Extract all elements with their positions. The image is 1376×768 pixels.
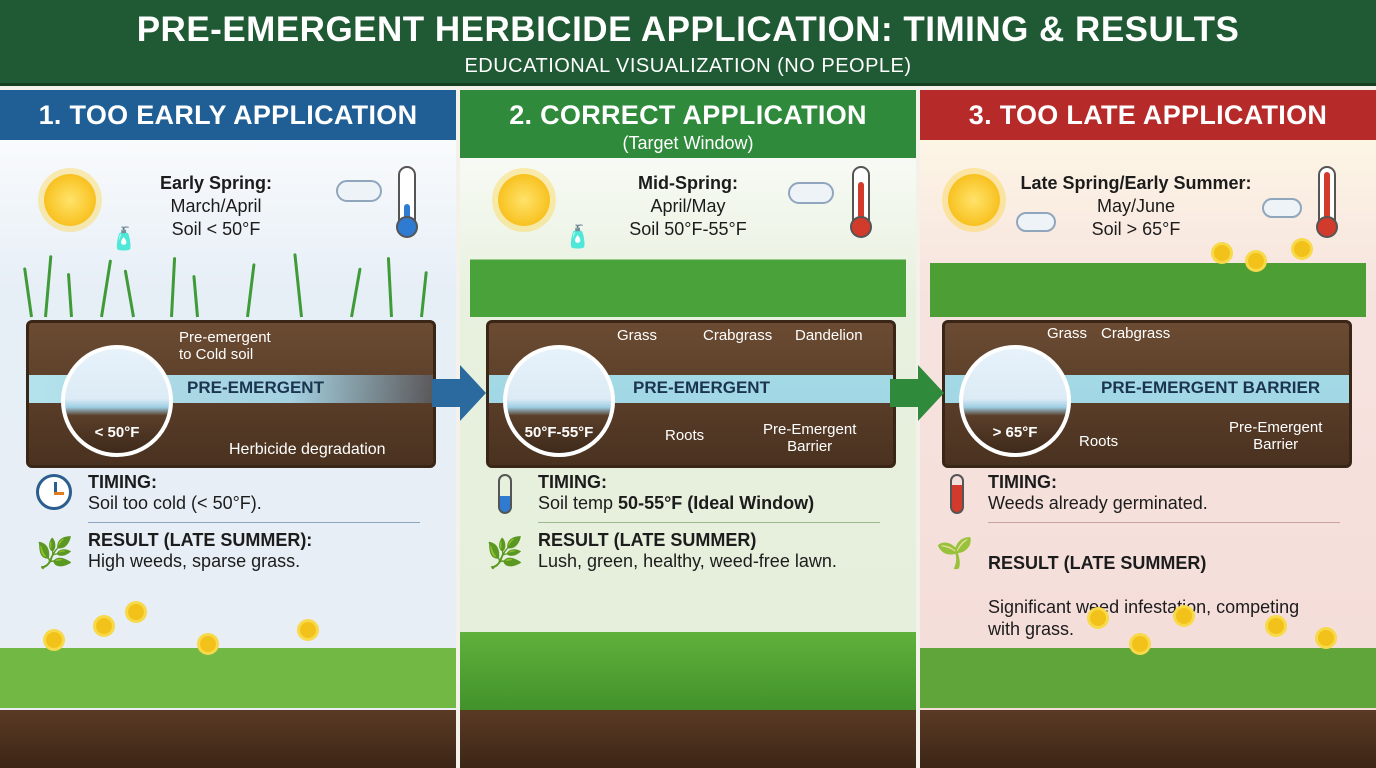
page-title: PRE-EMERGENT HERBICIDE APPLICATION: TIMI… [136,10,1240,49]
timing-text-bold: 50-55°F (Ideal Window) [618,493,815,513]
timing-text: Weeds already germinated. [988,493,1208,513]
timing-block: TIMING: Soil temp 50-55°F (Ideal Window) [538,472,894,514]
soil-cross-section: < 50°F Pre-emergent to Cold soil PRE-EME… [26,320,436,468]
result-text: High weeds, sparse grass. [88,551,301,571]
thermometer-icon [1316,166,1338,238]
dandelion-label: Dandelion [795,327,863,344]
season-soil: Soil 50°F-55°F [629,219,747,239]
divider [88,522,420,523]
panel-correct: 2. CORRECT APPLICATION (Target Window) 🧴… [460,90,916,768]
cloud-icon [1262,198,1302,218]
timing-label: TIMING: [538,472,607,492]
target-window-label: (Target Window) [622,133,754,153]
thermometer-icon [396,166,418,238]
band-label: PRE-EMERGENT [187,378,324,397]
sun-icon [498,174,550,226]
cloud-icon [336,180,382,202]
soil-cross-section: 50°F-55°F Grass Crabgrass Dandelion PRE-… [486,320,896,468]
panel-heading: 1. TOO EARLY APPLICATION [0,90,456,140]
cloud-icon [788,182,834,204]
panel-heading: 2. CORRECT APPLICATION (Target Window) [460,90,916,158]
divider [988,522,1340,523]
sun-icon [44,174,96,226]
season-months: March/April [170,196,262,216]
panel-heading: 3. TOO LATE APPLICATION [920,90,1376,140]
grass-strip [10,245,446,318]
page-subtitle: EDUCATIONAL VISUALIZATION (NO PEOPLE) [464,55,912,77]
barrier-label: Pre-Emergent Barrier [1229,419,1323,453]
result-lawn-weedy [0,592,456,768]
timing-text: Soil too cold (< 50°F). [88,493,262,513]
season-title: Mid-Spring: [638,173,738,193]
clock-icon [36,474,72,510]
timing-text: Soil temp 50-55°F (Ideal Window) [538,493,894,514]
soil-temperature-circle: < 50°F [61,345,173,457]
sprayer-icon: 🧴 [110,226,138,251]
panel-title: 1. TOO EARLY APPLICATION [38,100,418,130]
cold-soil-label: Pre-emergent to Cold soil [179,329,271,363]
soil-temperature-circle: > 65°F [959,345,1071,457]
soil-temperature-label: < 50°F [94,424,140,441]
season-info: Mid-Spring: April/May Soil 50°F-55°F [460,172,916,241]
timing-label: TIMING: [88,472,157,492]
sprayer-icon: 🧴 [564,224,592,249]
grass-label: Grass [617,327,658,344]
weed-icon: 🌱 [936,537,974,570]
result-block: RESULT (LATE SUMMER) Lush, green, health… [538,530,894,572]
result-block: RESULT (LATE SUMMER) Significant weed in… [988,530,1354,662]
roots-label: Roots [665,427,705,444]
result-lawn-healthy [460,592,916,768]
result-lawn-infested [920,592,1376,768]
crabgrass-label: Crabgrass [703,327,773,344]
thermometer-icon [950,474,964,514]
grass-icon: 🌿 [486,537,524,570]
band-label: PRE-EMERGENT BARRIER [1101,378,1321,397]
roots-label: Roots [1079,433,1119,450]
season-months: April/May [650,196,726,216]
crabgrass-label: Crabgrass [1101,325,1171,342]
soil-cross-section: > 65°F Grass Crabgrass PRE-EMERGENT BARR… [942,320,1352,468]
season-soil: Soil < 50°F [171,219,261,239]
timing-text-prefix: Soil temp [538,493,619,513]
season-title: Late Spring/Early Summer: [1020,173,1252,193]
grass-icon: 🌿 [36,537,74,570]
title-banner: PRE-EMERGENT HERBICIDE APPLICATION: TIMI… [0,0,1376,86]
panel-too-late: 3. TOO LATE APPLICATION Late Spring/Earl… [920,90,1376,768]
panel-too-early: 1. TOO EARLY APPLICATION 🧴 Early Spring:… [0,90,456,768]
season-months: May/June [1096,196,1176,216]
result-text: Lush, green, healthy, weed-free lawn. [538,551,837,571]
divider [538,522,880,523]
soil-temperature-circle: 50°F-55°F [503,345,615,457]
grass-strip [930,241,1366,317]
band-label: PRE-EMERGENT [633,378,770,397]
flow-arrow-1 [432,365,486,421]
season-info: Late Spring/Early Summer: May/June Soil … [920,172,1364,241]
cloud-icon [1016,212,1056,232]
result-block: RESULT (LATE SUMMER): High weeds, sparse… [88,530,434,572]
grass-label: Grass [1047,325,1088,342]
season-info: Early Spring: March/April Soil < 50°F [0,172,444,241]
soil-temperature-label: 50°F-55°F [524,424,594,441]
timing-block: TIMING: Soil too cold (< 50°F). [88,472,434,514]
panel-title: 2. CORRECT APPLICATION [509,100,867,130]
season-soil: Soil > 65°F [1091,219,1181,239]
timing-label: TIMING: [988,472,1057,492]
degradation-label: Herbicide degradation [229,441,386,458]
result-label: RESULT (LATE SUMMER) [538,530,757,550]
season-title: Early Spring: [159,173,273,193]
flow-arrow-2 [890,365,944,421]
barrier-label: Pre-Emergent Barrier [763,421,857,455]
thermometer-icon [498,474,512,514]
result-label: RESULT (LATE SUMMER): [88,530,313,550]
grass-strip [470,245,906,317]
thermometer-icon [850,166,872,238]
sun-icon [948,174,1000,226]
soil-temperature-label: > 65°F [992,424,1038,441]
result-label: RESULT (LATE SUMMER) [988,553,1207,573]
timing-block: TIMING: Weeds already germinated. [988,472,1354,514]
panel-title: 3. TOO LATE APPLICATION [968,100,1328,130]
